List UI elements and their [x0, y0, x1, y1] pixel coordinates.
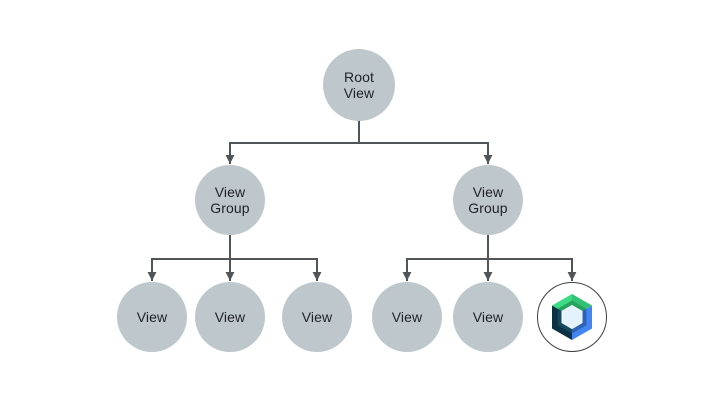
- node-label-line: View: [343, 85, 375, 101]
- node-label-line: View: [472, 308, 504, 325]
- node-view-2: View: [195, 282, 265, 352]
- node-label-line: Group: [468, 200, 508, 216]
- jetpack-compose-icon: [552, 294, 592, 340]
- node-label-line: View: [136, 308, 168, 325]
- node-label-line: Root: [344, 68, 374, 85]
- node-view-3: View: [282, 282, 352, 352]
- node-label-line: View: [391, 308, 423, 325]
- node-label-line: View: [301, 308, 333, 325]
- connector-trunk: [229, 120, 489, 144]
- node-label-line: Group: [210, 200, 250, 216]
- node-view-5: View: [453, 282, 523, 352]
- node-label-line: View: [472, 183, 504, 200]
- node-view-1: View: [117, 282, 187, 352]
- node-label-line: View: [214, 308, 246, 325]
- node-label-line: View: [214, 183, 246, 200]
- connector-trunk: [151, 234, 318, 260]
- node-view-4: View: [372, 282, 442, 352]
- node-compose: [537, 282, 607, 352]
- connector-trunk: [406, 234, 573, 260]
